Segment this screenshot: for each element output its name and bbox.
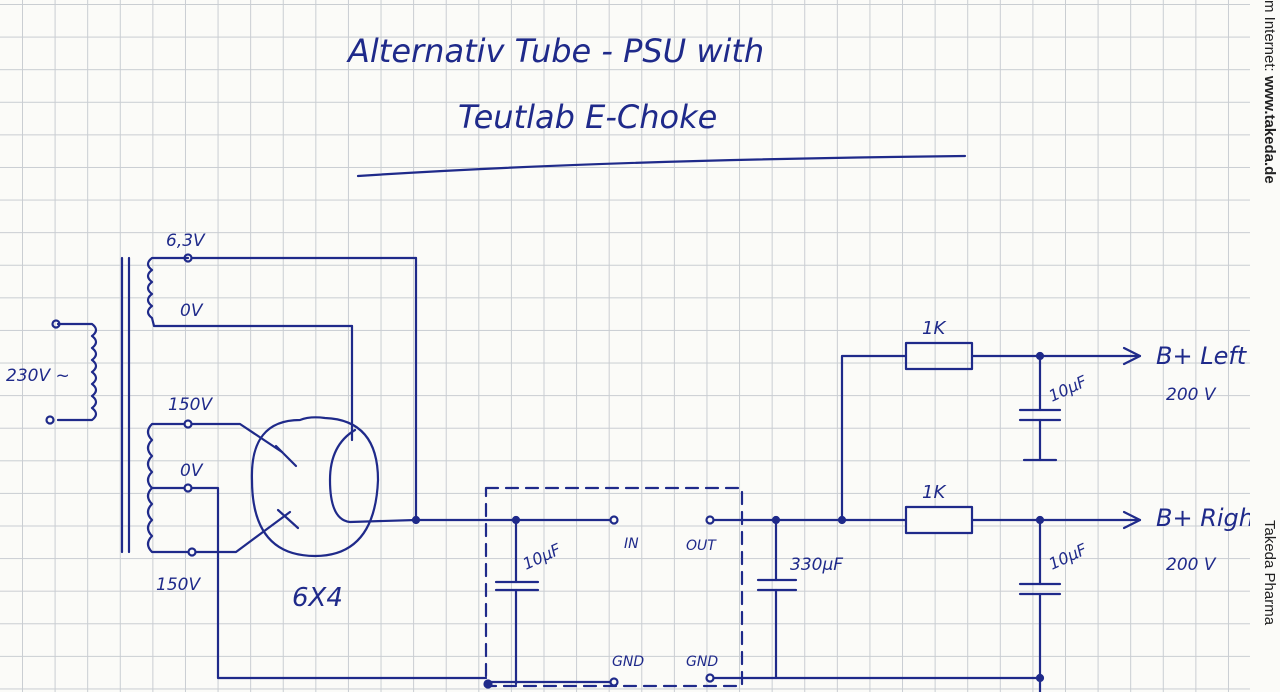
watermark-url-strip: m Internet: www.takeda.de: [1258, 0, 1280, 268]
watermark-company: Takeda Pharma: [1261, 520, 1278, 626]
hv-terminal-150v-top: [183, 419, 193, 429]
label-cap-left: 10µF: [1046, 371, 1091, 405]
choke-gnd-in-terminal: [609, 677, 619, 687]
label-choke-out: OUT: [686, 538, 717, 554]
resistor-right: [904, 505, 974, 535]
title-line-2: Teutlab E-Choke: [458, 98, 717, 136]
title-line-1: Alternativ Tube - PSU with: [346, 32, 764, 70]
watermark-company-strip: Takeda Pharma: [1258, 520, 1280, 692]
left-branch-wire: [840, 354, 908, 522]
choke-gnd-out-terminal: [705, 673, 715, 683]
title-underline: [356, 154, 967, 178]
label-res-right: 1K: [922, 482, 946, 503]
label-choke-gnd-out: GND: [686, 654, 718, 670]
label-res-left: 1K: [922, 318, 946, 339]
hv-bottom-to-anode: [194, 510, 292, 554]
label-choke-in: IN: [624, 536, 639, 552]
choke-in-terminal: [609, 515, 619, 525]
label-choke-gnd-in: GND: [612, 654, 644, 670]
label-0v-heater: 0V: [180, 301, 204, 321]
hv-terminal-150v-bottom: [187, 547, 197, 557]
watermark-url: www.takeda.de: [1261, 75, 1278, 184]
hv-top-to-anode: [190, 422, 284, 454]
graph-paper-grid: [0, 0, 1250, 692]
tube-anode-top: [274, 444, 298, 468]
tube-anode-bottom: [276, 508, 300, 530]
primary-winding: [56, 322, 98, 422]
label-mains: 230V ~: [6, 366, 70, 386]
center-tap-ground: [190, 486, 488, 680]
resistor-left: [904, 341, 974, 371]
label-0v-center: 0V: [180, 461, 204, 481]
label-tube: 6X4: [292, 583, 343, 613]
tube-6x4-envelope: [250, 416, 380, 558]
arrow-right: [1122, 510, 1142, 530]
label-out-left-voltage: 200 V: [1166, 385, 1217, 405]
label-6v3: 6,3V: [166, 231, 206, 251]
mains-terminal-top: [51, 319, 61, 329]
choke-out-terminal: [705, 515, 715, 525]
mains-terminal-bottom: [45, 415, 55, 425]
heater-winding: [146, 256, 354, 328]
junction-dot: [411, 515, 421, 525]
hv-terminal-0v: [183, 483, 193, 493]
label-cap-right: 10µF: [1046, 539, 1091, 573]
label-out-right-voltage: 200 V: [1166, 555, 1217, 575]
label-150v-top: 150V: [168, 395, 213, 415]
schematic-diagram: Alternativ Tube - PSU with Teutlab E-Cho…: [6, 32, 1250, 692]
label-150v-bottom: 150V: [156, 575, 201, 595]
label-out-right: B+ Right: [1156, 504, 1250, 532]
label-cap-input: 10µF: [520, 539, 565, 573]
label-cap-main: 330µF: [790, 555, 843, 575]
arrow-left-out: [1122, 346, 1142, 366]
watermark-prefix: m Internet:: [1261, 0, 1278, 76]
label-out-left: B+ Left: [1156, 342, 1248, 370]
tube-cathode: [328, 428, 418, 524]
